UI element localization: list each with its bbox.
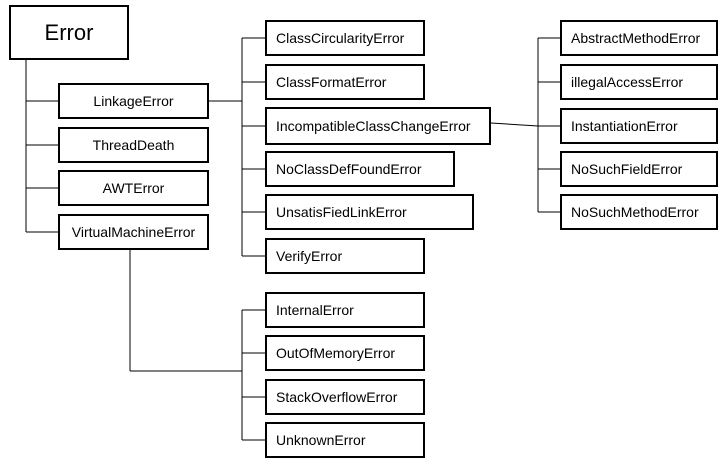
node-illegal-access-error: illegalAccessError (560, 64, 718, 100)
node-no-such-field-error: NoSuchFieldError (560, 151, 718, 187)
node-out-of-memory-error: OutOfMemoryError (265, 335, 425, 371)
node-stack-overflow-error: StackOverflowError (265, 379, 425, 415)
node-linkage-error: LinkageError (58, 83, 209, 119)
node-verify-error: VerifyError (265, 238, 425, 274)
node-abstract-method-error: AbstractMethodError (560, 20, 718, 56)
node-no-class-def-found-error: NoClassDefFoundError (265, 151, 455, 187)
node-error: Error (9, 5, 129, 60)
node-internal-error: InternalError (265, 292, 425, 328)
connector (490, 122, 539, 127)
node-incompatible-class-change-error: IncompatibleClassChangeError (265, 107, 491, 145)
node-awt-error: AWTError (58, 170, 209, 206)
node-thread-death: ThreadDeath (58, 127, 209, 163)
node-no-such-method-error: NoSuchMethodError (560, 194, 718, 230)
node-class-circularity-error: ClassCircularityError (265, 20, 425, 56)
node-virtual-machine-error: VirtualMachineError (58, 214, 209, 250)
node-instantiation-error: InstantiationError (560, 108, 718, 144)
node-class-format-error: ClassFormatError (265, 64, 425, 100)
node-unknown-error: UnknownError (265, 422, 425, 458)
node-unsatisfied-link-error: UnsatisFiedLinkError (265, 194, 474, 230)
